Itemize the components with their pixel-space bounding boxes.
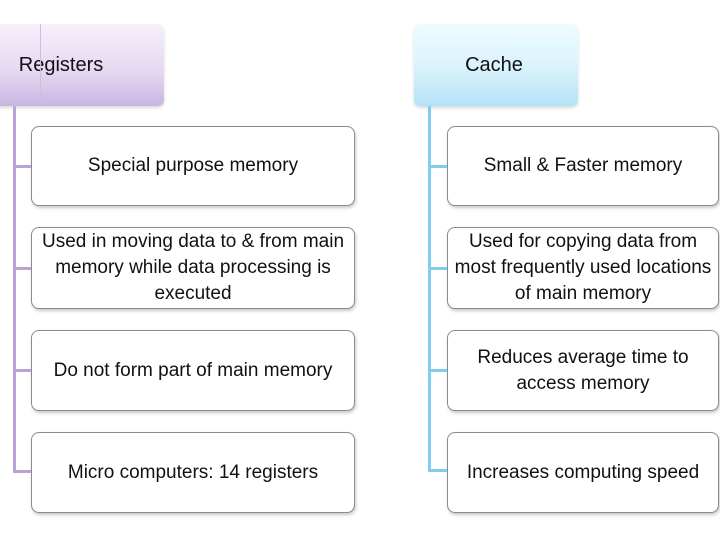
cache-item-text: Used for copying data from most frequent…	[454, 231, 712, 304]
registers-header: Registers	[0, 24, 164, 106]
registers-connector-branch-4	[13, 470, 31, 473]
cache-item-text: Reduces average time to access memory	[477, 346, 689, 394]
registers-item-box: Special purpose memory	[31, 126, 355, 206]
cache-connector-branch-1	[428, 165, 447, 168]
cache-item-text: Small & Faster memory	[483, 155, 683, 176]
registers-item-box: Micro computers: 14 registers	[31, 432, 355, 513]
registers-connector-trunk	[13, 106, 16, 473]
cache-item-box: Used for copying data from most frequent…	[447, 227, 719, 309]
cache-item-text: Increases computing speed	[466, 461, 700, 483]
registers-item-text: Micro computers: 14 registers	[67, 461, 319, 483]
registers-connector-branch-2	[13, 267, 31, 270]
cache-header: Cache	[414, 24, 578, 106]
registers-item-text: Used in moving data to & from main memor…	[41, 231, 345, 304]
cache-connector-trunk	[428, 106, 431, 472]
registers-connector-branch-1	[13, 165, 31, 168]
registers-item-text: Special purpose memory	[87, 155, 299, 176]
header-accent-stripe	[40, 24, 41, 106]
cache-header-label: Cache	[465, 53, 523, 76]
registers-header-label: Registers	[18, 53, 104, 76]
cache-item-box: Increases computing speed	[447, 432, 719, 513]
cache-item-box: Reduces average time to access memory	[447, 330, 719, 411]
cache-connector-branch-4	[428, 469, 447, 472]
cache-item-box: Small & Faster memory	[447, 126, 719, 206]
registers-item-text: Do not form part of main memory	[53, 359, 333, 381]
cache-connector-branch-3	[428, 369, 447, 372]
cache-connector-branch-2	[428, 267, 447, 270]
registers-item-box: Used in moving data to & from main memor…	[31, 227, 355, 309]
registers-connector-branch-3	[13, 369, 31, 372]
registers-item-box: Do not form part of main memory	[31, 330, 355, 411]
